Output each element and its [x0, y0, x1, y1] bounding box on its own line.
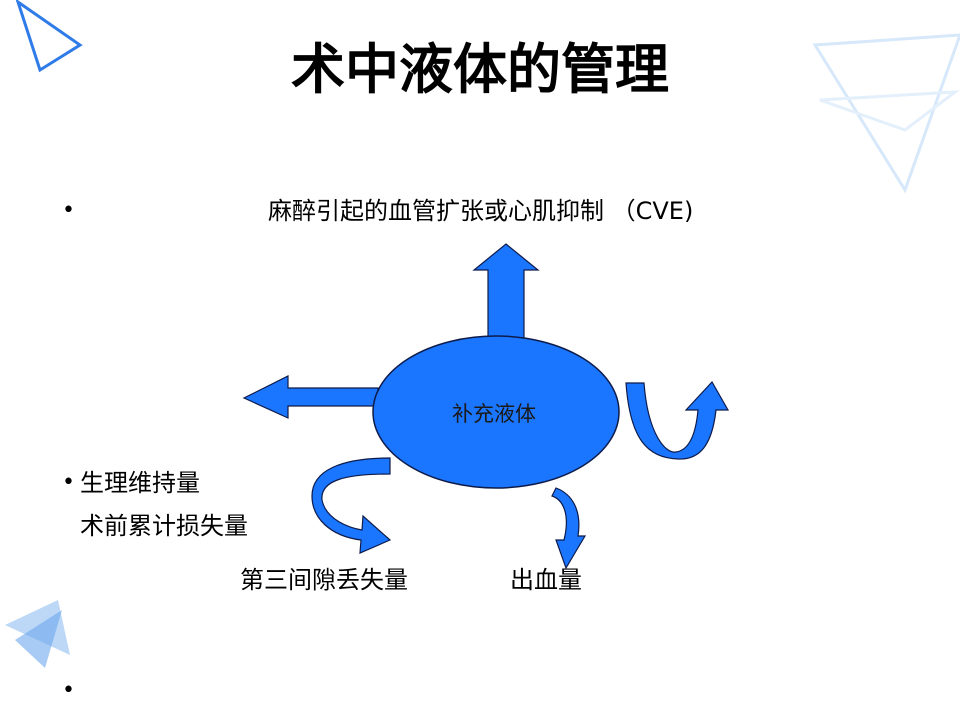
triangle-decor-icon [15, 0, 83, 73]
bullet-marker: • [62, 470, 75, 495]
curved-arrow-blood-loss-icon [551, 487, 587, 570]
center-ellipse [372, 335, 620, 489]
left-label-maintenance: 生理维持量 [80, 469, 200, 497]
curved-arrow-right-icon [625, 380, 730, 460]
triangle-decor-icon [15, 610, 62, 668]
bullet-marker: • [62, 678, 75, 703]
left-arrow-icon [242, 375, 379, 419]
left-label-preop-loss: 术前累计损失量 [80, 512, 248, 540]
bottom-label-blood-loss: 出血量 [510, 566, 582, 594]
top-label: 麻醉引起的血管扩张或心肌抑制 （CVE) [268, 197, 694, 225]
bullet-marker: • [62, 198, 75, 223]
bottom-label-third-space: 第三间隙丢失量 [240, 566, 408, 594]
curved-arrow-third-space-icon [311, 457, 392, 554]
up-arrow-icon [472, 243, 540, 339]
center-label: 补充液体 [452, 402, 536, 426]
slide-title: 术中液体的管理 [291, 38, 669, 101]
triangle-decor-icon [819, 90, 960, 132]
triangle-decor-icon [812, 33, 960, 194]
